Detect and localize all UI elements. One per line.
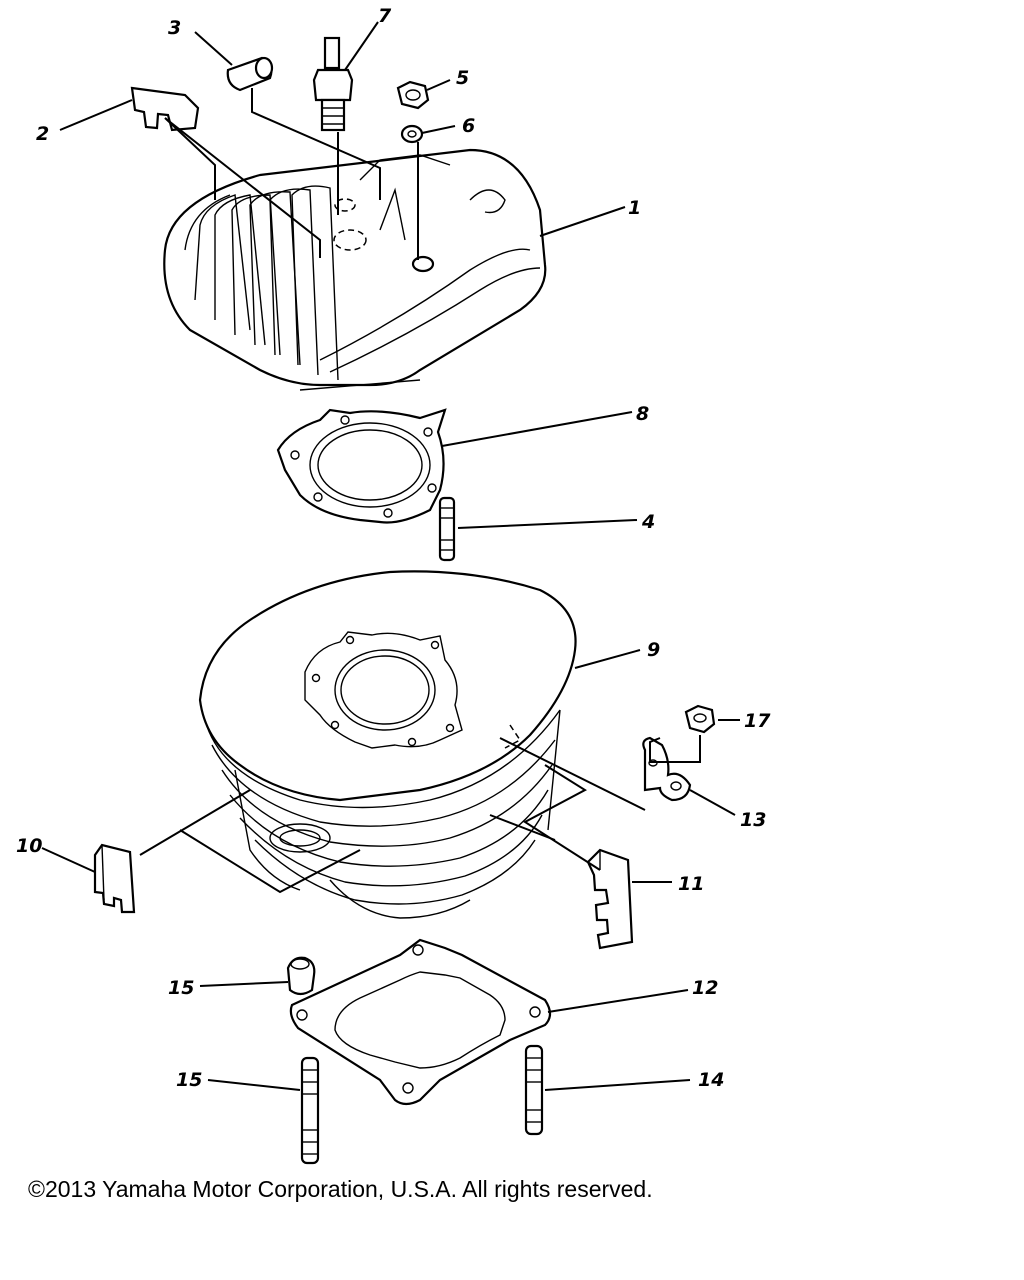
spark-plug-part-7	[312, 36, 354, 132]
damper-part-11	[586, 848, 634, 950]
cap-part-3	[226, 56, 274, 92]
stud-part-14	[524, 1044, 544, 1136]
callout-15-upper: 15	[168, 977, 194, 999]
callout-7: 7	[378, 5, 392, 27]
cylinder-part-9	[198, 570, 577, 919]
head-gasket-part-8	[276, 408, 447, 524]
callout-17: 17	[744, 710, 771, 732]
damper-part-10	[93, 843, 136, 914]
callout-4: 4	[641, 511, 655, 533]
nut-part-5	[396, 80, 430, 110]
callout-1: 1	[628, 197, 641, 219]
damper-part-2	[130, 86, 200, 132]
cap-part-upper-15	[286, 956, 316, 996]
copyright-notice: ©2013 Yamaha Motor Corporation, U.S.A. A…	[28, 1176, 653, 1202]
callout-8: 8	[636, 403, 649, 425]
callout-12: 12	[692, 977, 718, 999]
washer-part-6	[400, 124, 424, 144]
callout-9: 9	[647, 639, 660, 661]
callout-13: 13	[740, 809, 766, 831]
stud-part-4	[438, 496, 456, 562]
cylinder-head-part	[163, 148, 547, 391]
bracket-part-13	[642, 736, 692, 802]
base-gasket-part-12	[289, 938, 552, 1106]
callout-6: 6	[462, 115, 475, 137]
callout-3: 3	[168, 17, 181, 39]
exploded-parts-diagram: 1 2 3 4 5 6 7 8 9 10 11 12 13 14 15 15 1…	[16, 5, 771, 1165]
assembly-lines	[139, 88, 701, 894]
callout-14: 14	[698, 1069, 724, 1091]
stud-part-15	[300, 1056, 320, 1165]
callout-2: 2	[36, 123, 49, 145]
callout-11: 11	[678, 873, 704, 895]
callout-5: 5	[456, 67, 469, 89]
leader-lines	[41, 21, 740, 1091]
callout-labels: 1 2 3 4 5 6 7 8 9 10 11 12 13 14 15 15 1…	[16, 5, 771, 1091]
callout-15-lower: 15	[176, 1069, 202, 1091]
nut-part-17	[684, 704, 716, 734]
callout-10: 10	[16, 835, 42, 857]
